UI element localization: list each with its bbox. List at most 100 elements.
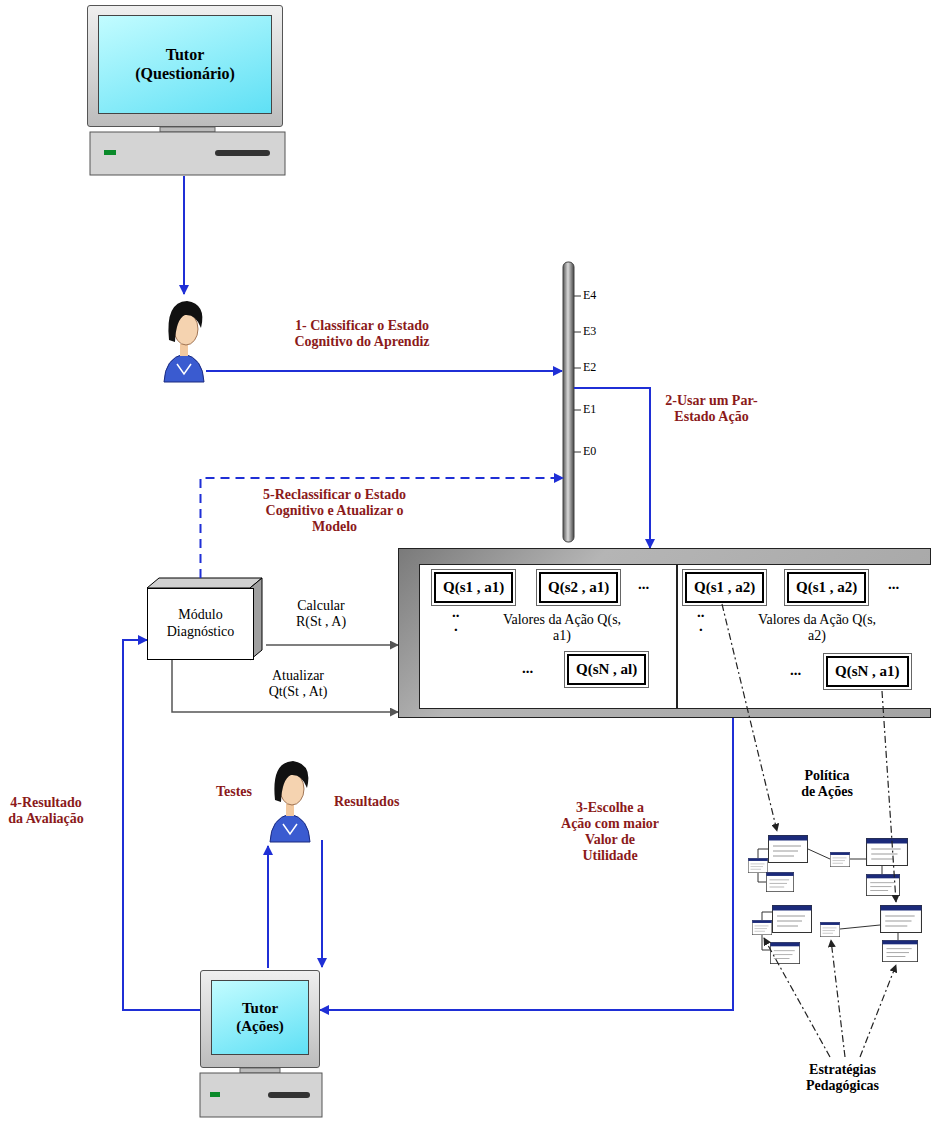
tree-line	[758, 849, 768, 858]
strategy-window	[867, 839, 908, 866]
flow-arrow	[183, 176, 185, 294]
annotation-label: Estratégias Pedagógicas	[790, 1062, 895, 1094]
label-holder: Testes	[206, 784, 262, 800]
scale-tick	[574, 452, 581, 453]
ellipsis-mark: ...	[522, 660, 533, 677]
leader-line	[831, 940, 845, 1057]
tree-line	[850, 859, 866, 860]
learner-figure	[164, 301, 204, 382]
leader-line	[764, 938, 830, 1057]
label-holder: E4	[583, 288, 596, 302]
tutor-monitor: Tutor (Ações)	[200, 970, 320, 1068]
monitor-neck	[160, 127, 215, 132]
learner-figure	[270, 761, 310, 842]
scale-tick	[574, 368, 581, 369]
monitor-screen: Tutor (Ações)	[211, 980, 309, 1055]
edge-label: Atualizar Qt(St , At)	[262, 668, 334, 700]
label-holder: Calcular R(St , A)	[290, 598, 352, 630]
flow-arrow	[206, 370, 562, 372]
annotation-label: Testes	[206, 784, 262, 800]
strategy-window	[773, 906, 812, 933]
scale-label: E2	[583, 360, 596, 374]
label-holder: Resultados	[334, 794, 399, 810]
label-holder: Valores da Ação Q(s, a2)	[757, 612, 877, 644]
edge-label: 5-Reclassificar o Estado Cognitivo e Atu…	[262, 487, 407, 535]
tutor-monitor: Tutor (Questionário)	[87, 5, 283, 127]
strategy-window	[752, 920, 772, 934]
power-led	[210, 1092, 220, 1097]
scale-label: E4	[583, 288, 596, 302]
q-value-box: Q(s1 , a1)	[434, 572, 513, 603]
annotation-label: 1- Classificar o Estado Cognitivo do Apr…	[272, 318, 452, 350]
label-holder: ...	[452, 606, 460, 633]
label-holder: ...	[790, 662, 801, 679]
label-holder: Valores da Ação Q(s, a1)	[502, 612, 622, 644]
scale-label: E3	[583, 324, 596, 338]
label-holder: 2-Usar um Par-Estado Ação	[664, 393, 759, 425]
q-label: Q(s1 , a2)	[796, 579, 857, 596]
module-label: Módulo Diagnóstico	[152, 607, 249, 641]
annotation-label: Política de Ações	[796, 768, 858, 800]
monitor-neck	[240, 1068, 280, 1073]
action-value-table: Valores da Ação Q(s, a1) Q(s1 , a1) Q(s2 ,…	[398, 548, 931, 718]
q-label: Q(s1 , a1)	[443, 579, 504, 596]
tree-line	[762, 912, 772, 920]
label-holder: E3	[583, 324, 596, 338]
edge-label: Calcular R(St , A)	[290, 598, 352, 630]
flow-arrow	[123, 640, 200, 1010]
label-holder: E0	[583, 444, 596, 458]
tree-line	[840, 925, 880, 929]
flow-arrow	[266, 644, 398, 646]
leader-line	[860, 965, 896, 1057]
strategy-window	[882, 940, 917, 961]
computer-base	[200, 1073, 322, 1117]
tree-line	[882, 866, 883, 874]
strategy-window	[766, 872, 793, 891]
label-holder: 4-Resultado da Avaliação	[2, 795, 90, 827]
tree-line	[898, 933, 899, 940]
label-holder: ...	[888, 576, 899, 593]
cognitive-scale: E4E3E2E1E0	[563, 258, 608, 544]
policy-leaders	[722, 604, 896, 1057]
q-value-box: Q(sN , a1)	[826, 656, 909, 687]
strategy-window	[866, 874, 899, 895]
label-holder: E2	[583, 360, 596, 374]
leader-line	[722, 604, 777, 831]
scale-label: E1	[583, 402, 596, 416]
scale-tick	[574, 410, 581, 411]
tree-line	[762, 935, 770, 950]
label-holder: ...	[522, 660, 533, 677]
flow-arrow	[267, 846, 269, 968]
q-label: Q(sN , a1)	[835, 663, 900, 680]
flow-arrow	[321, 840, 323, 967]
tree-line	[808, 849, 830, 859]
computer-base	[90, 132, 285, 175]
q-label: Q(s2 , a1)	[548, 579, 609, 596]
strategy-window	[830, 852, 850, 866]
diagnostic-module: Módulo Diagnóstico	[147, 588, 254, 660]
label-holder: 3-Escolhe a Ação com maior Valor de Util…	[560, 800, 660, 864]
label-holder: Estratégias Pedagógicas	[790, 1062, 895, 1094]
disk-slot	[215, 150, 270, 156]
ellipsis-mark: ...	[638, 576, 649, 593]
connector-group	[123, 388, 733, 1010]
edge-label: 3-Escolhe a Ação com maior Valor de Util…	[560, 800, 660, 864]
ellipsis-mark: ...	[888, 576, 899, 593]
strategy-window	[770, 942, 799, 963]
q-value-box: Q(s2 , a1)	[539, 572, 618, 603]
box-top-face	[147, 578, 262, 588]
label-holder: 1- Classificar o Estado Cognitivo do Apr…	[272, 318, 452, 350]
q-value-box: Q(s1 , a2)	[787, 572, 866, 603]
scale-label: E0	[583, 444, 596, 458]
label-holder: Política de Ações	[796, 768, 858, 800]
q-value-box: Q(s1 , a2)	[685, 572, 764, 603]
flow-arrow	[574, 388, 650, 548]
q-value-box: Q(sN , al)	[567, 654, 646, 685]
monitor-screen: Tutor (Questionário)	[98, 15, 272, 114]
q-label: Q(sN , al)	[576, 661, 637, 678]
label-holder: ...	[638, 576, 649, 593]
label-holder: ...	[697, 606, 705, 633]
panel-label: Valores da Ação Q(s, a1)	[502, 612, 622, 644]
